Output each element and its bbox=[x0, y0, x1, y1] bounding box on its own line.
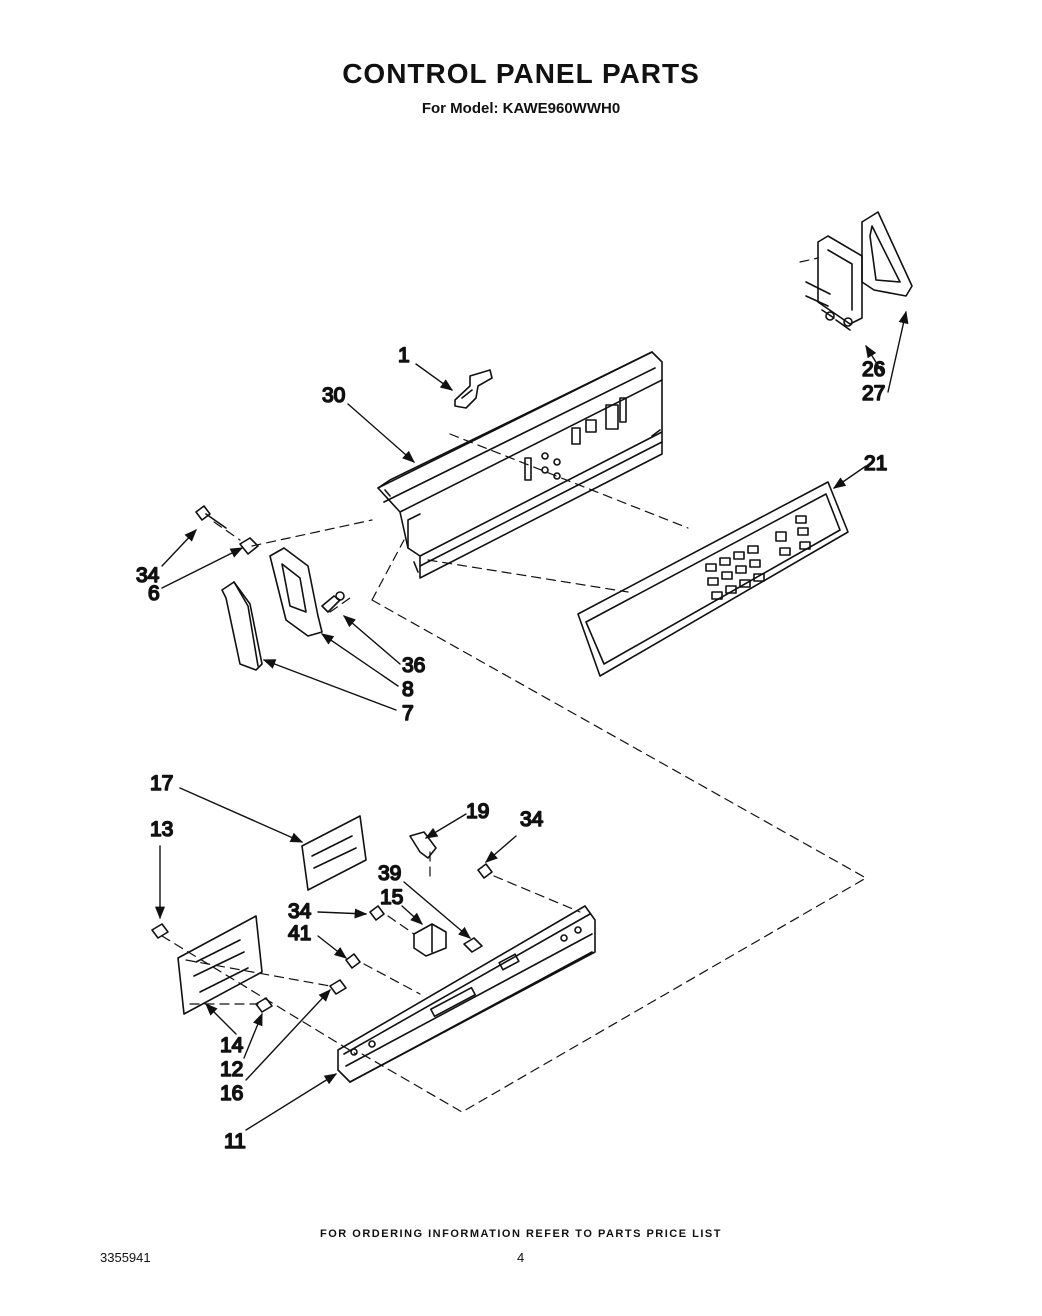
retainer-part-6 bbox=[239, 537, 259, 555]
clip-part-13 bbox=[151, 923, 169, 939]
ordering-info-footer: FOR ORDERING INFORMATION REFER TO PARTS … bbox=[320, 1228, 722, 1240]
switch-part-15 bbox=[413, 923, 447, 957]
callout-labels: 1 30 26 27 21 34 6 36 8 7 17 13 19 34 39… bbox=[135, 343, 888, 1154]
end-cap-part-27 bbox=[861, 211, 913, 297]
callout-7: 7 bbox=[402, 702, 414, 725]
callout-19: 19 bbox=[466, 800, 489, 823]
console-overlay-part-21 bbox=[577, 481, 849, 677]
standoff-part-41 bbox=[345, 953, 361, 969]
screw-part-34-upper bbox=[195, 505, 227, 529]
nut-part-39 bbox=[463, 937, 483, 953]
assembly-guide-lines bbox=[161, 257, 867, 1113]
callout-13: 13 bbox=[150, 818, 173, 841]
document-number: 3355941 bbox=[100, 1250, 151, 1265]
callout-41: 41 bbox=[288, 922, 311, 945]
page-number: 4 bbox=[517, 1250, 525, 1265]
callout-leaders bbox=[154, 310, 909, 1131]
control-panel-frame-part-30 bbox=[377, 351, 663, 579]
clip-part-1 bbox=[454, 369, 493, 409]
callout-34-right: 34 bbox=[520, 808, 544, 831]
spacer-part-12 bbox=[255, 997, 273, 1013]
lower-rail-part-11 bbox=[337, 905, 596, 1083]
screw-part-34-right bbox=[477, 863, 493, 879]
callout-39: 39 bbox=[378, 862, 401, 885]
callout-11: 11 bbox=[224, 1130, 246, 1153]
end-bracket-part-8 bbox=[269, 547, 323, 637]
callout-12: 12 bbox=[220, 1058, 243, 1081]
callout-27: 27 bbox=[862, 382, 885, 405]
circuit-board-part-14 bbox=[177, 915, 263, 1015]
callout-14: 14 bbox=[220, 1034, 244, 1057]
callout-36: 36 bbox=[402, 654, 425, 677]
end-cap-part-7 bbox=[221, 581, 263, 671]
callout-1: 1 bbox=[398, 344, 410, 367]
callout-21: 21 bbox=[864, 452, 887, 475]
screw-part-34-mid bbox=[369, 905, 385, 921]
callout-17: 17 bbox=[150, 772, 173, 795]
model-subtitle: For Model: KAWE960WWH0 bbox=[421, 100, 621, 117]
callout-16: 16 bbox=[220, 1082, 243, 1105]
knob-shaft-part-19 bbox=[409, 831, 437, 859]
board-part-17 bbox=[301, 815, 367, 891]
callout-8: 8 bbox=[402, 678, 414, 701]
page-title: CONTROL PANEL PARTS bbox=[342, 58, 700, 89]
fastener-part-16 bbox=[329, 979, 347, 995]
end-bracket-part-26 bbox=[805, 235, 863, 331]
callout-30: 30 bbox=[322, 384, 345, 407]
callout-34-upper: 34 bbox=[136, 564, 160, 587]
callout-15: 15 bbox=[380, 886, 403, 909]
callout-34-mid: 34 bbox=[288, 900, 312, 923]
callout-6: 6 bbox=[148, 582, 160, 605]
callout-26: 26 bbox=[862, 358, 885, 381]
wire-clip-part-36 bbox=[321, 591, 345, 613]
